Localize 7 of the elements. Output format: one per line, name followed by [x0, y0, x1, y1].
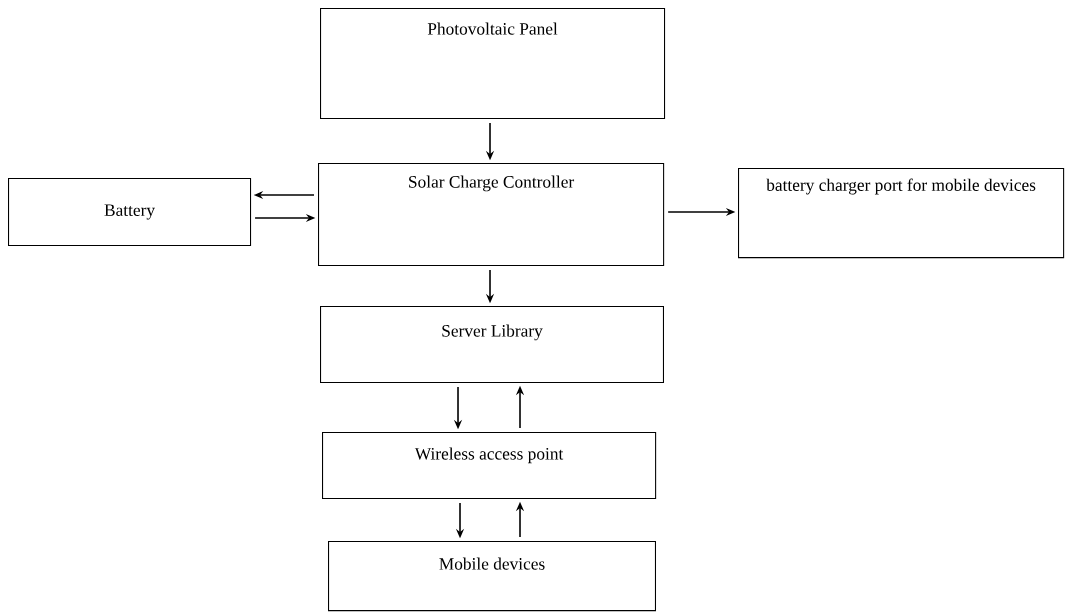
process-box: Solar Charge Controller: [318, 163, 665, 267]
process-box: battery charger port for mobile devices: [738, 168, 1065, 259]
process-box: Battery: [8, 178, 252, 246]
process-box: Mobile devices: [328, 541, 656, 612]
process-box: Server Library: [320, 306, 664, 384]
process-box: Photovoltaic Panel: [320, 8, 666, 120]
process-box: Wireless access point: [322, 432, 657, 500]
